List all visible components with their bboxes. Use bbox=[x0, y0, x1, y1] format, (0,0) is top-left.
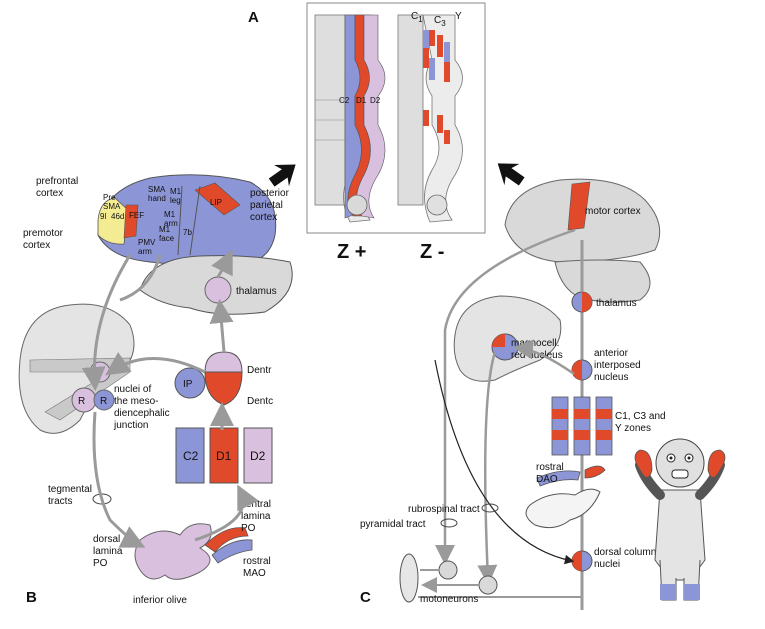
ip-label: IP bbox=[183, 379, 193, 390]
pathways-c bbox=[435, 228, 584, 585]
inferior-olive-c bbox=[525, 488, 601, 529]
zone-d1-label: D1 bbox=[356, 96, 367, 105]
motor-cortex-label: motor cortex bbox=[585, 206, 641, 217]
area-9l-label: 9l bbox=[100, 212, 106, 221]
pathways-b bbox=[81, 249, 259, 548]
sensory-pathway bbox=[434, 359, 575, 565]
thalamus-c-label: thalamus bbox=[596, 298, 637, 309]
zone-y-label: Y bbox=[455, 11, 462, 22]
red-nucleus-label: magnocell.red nucleus bbox=[511, 338, 563, 361]
zone-d1-b bbox=[209, 427, 239, 484]
interposed-nucleus-red bbox=[572, 360, 582, 380]
arrow-to-c bbox=[497, 163, 525, 186]
area-7b-label: 7b bbox=[183, 228, 192, 237]
r-left-label: R bbox=[78, 396, 85, 407]
zone-c3-label: C3 bbox=[434, 15, 446, 28]
central-sulcus bbox=[177, 185, 201, 256]
thalamus-c-red bbox=[582, 292, 592, 312]
thalamus-b bbox=[204, 276, 232, 304]
pyramidal-marker bbox=[440, 518, 458, 528]
inferior-olive-b bbox=[134, 523, 212, 580]
red-nucleus-c-red bbox=[492, 334, 505, 347]
zone-c2-b bbox=[175, 427, 205, 484]
motoneuron-2 bbox=[478, 575, 498, 595]
motor-outputs bbox=[420, 569, 480, 585]
area-46d-label: 46d bbox=[111, 212, 124, 221]
motor-cortex-area bbox=[567, 181, 591, 231]
temporal-lobe-c bbox=[554, 259, 651, 303]
panel-a-label: A bbox=[248, 9, 259, 26]
ventral-lamina-red bbox=[204, 527, 249, 553]
inferior-olive-label: inferior olive bbox=[133, 595, 187, 606]
cerebellum-unfolded-zplus: C2 D1 D2 bbox=[314, 14, 386, 223]
zone-c1-label: C1 bbox=[411, 11, 423, 24]
dorsal-column-red bbox=[572, 551, 582, 571]
zone-d2-b bbox=[243, 427, 273, 484]
thalamus-b-label: thalamus bbox=[236, 286, 277, 297]
muscle-icon bbox=[399, 553, 419, 603]
panel-b-label: B bbox=[26, 589, 37, 606]
rostral-dao-red bbox=[584, 465, 606, 479]
rostral-dao-blue bbox=[536, 470, 581, 487]
dentc-label: Dentc bbox=[247, 396, 273, 407]
lip-label: LIP bbox=[210, 198, 222, 207]
zones-c bbox=[551, 396, 613, 456]
dentr-label: Dentr bbox=[247, 365, 272, 376]
zone-d2-label: D2 bbox=[370, 96, 381, 105]
ip-nucleus bbox=[174, 367, 206, 399]
motoneuron-1 bbox=[438, 560, 458, 580]
panel-c-label: C bbox=[360, 589, 371, 606]
r-right-label: R bbox=[100, 396, 107, 407]
zone-d1-b-label: D1 bbox=[216, 449, 232, 463]
fef-area bbox=[123, 204, 139, 239]
lip-area bbox=[194, 182, 241, 216]
cerebellum-unfolded-zminus: C1 C3 Y bbox=[397, 11, 463, 223]
zone-c2-b-label: C2 bbox=[183, 449, 199, 463]
fef-label: FEF bbox=[129, 211, 144, 220]
rubrospinal-label: rubrospinal tract bbox=[408, 504, 480, 515]
dentr-nucleus bbox=[204, 351, 243, 373]
arrow-to-b bbox=[268, 164, 296, 187]
homunculus-figure bbox=[634, 438, 726, 601]
pyramidal-label: pyramidal tract bbox=[360, 519, 426, 530]
motoneurons-label: motoneurons bbox=[420, 594, 478, 605]
rostral-mao-blue bbox=[211, 539, 253, 564]
zone-d2-b-label: D2 bbox=[250, 449, 266, 463]
dentc-nucleus bbox=[204, 371, 243, 406]
zone-c2-label: C2 bbox=[339, 96, 350, 105]
z-minus-label: Z - bbox=[420, 241, 444, 263]
z-plus-label: Z + bbox=[337, 241, 366, 263]
rubrospinal-marker bbox=[481, 503, 499, 513]
